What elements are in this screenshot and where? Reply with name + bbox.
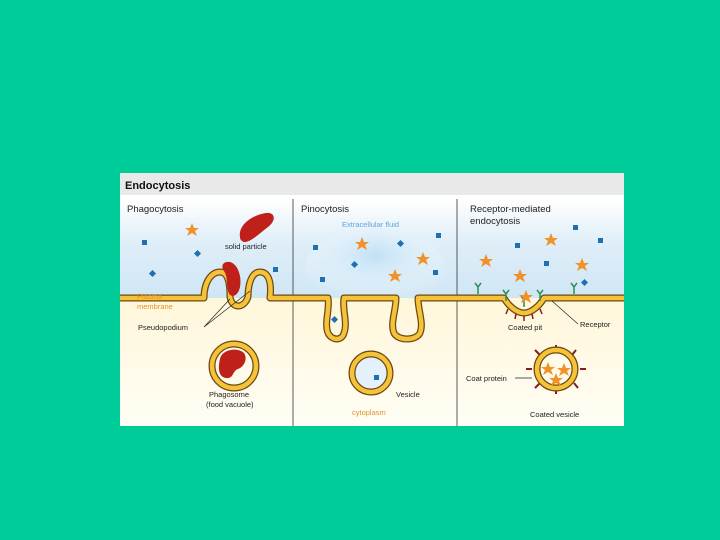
plasma-membrane (120, 268, 624, 343)
phagocytosis-heading: Phagocytosis (127, 204, 184, 215)
pinocytosis-vesicle (348, 350, 394, 396)
vesicle-label: Vesicle (396, 390, 420, 399)
receptor-leader (551, 300, 579, 325)
solid-particle (239, 212, 274, 243)
phagosome (208, 340, 260, 392)
phagosome-label-2: (food vacuole) (206, 400, 254, 409)
endocytosis-figure: Endocytosis Phagocytosis Pinocytosis Rec… (120, 173, 624, 426)
coated-vesicle (526, 345, 586, 394)
receptor-heading-line1: Receptor-mediated (470, 204, 551, 215)
receptors (474, 282, 578, 307)
figure-title: Endocytosis (125, 180, 190, 192)
ligand-stars (185, 223, 589, 303)
extracellular-fluid-label: Extracellular fluid (342, 220, 399, 229)
coat-protein-label: Coat protein (466, 374, 507, 383)
plasma-membrane-label-2: membrane (137, 302, 173, 311)
engulfed-particle (222, 261, 241, 296)
phagosome-label-1: Phagosome (209, 390, 249, 399)
solid-particle-label: solid particle (225, 242, 267, 251)
plasma-membrane-label-1: Plasma (137, 292, 163, 301)
pseudopodium-leader (203, 290, 251, 328)
pinocytosis-heading: Pinocytosis (301, 204, 349, 215)
cytoplasm-label: cytoplasm (352, 408, 386, 417)
solute-particles (142, 225, 603, 324)
coated-vesicle-label: Coated vesicle (530, 410, 579, 419)
title-bar (120, 173, 624, 195)
receptor-heading-line2: endocytosis (470, 216, 520, 227)
coated-pit-label: Coated pit (508, 323, 543, 332)
extracellular-glow (305, 228, 445, 308)
pseudopodium-label: Pseudopodium (138, 323, 188, 332)
coat-proteins-pit (505, 308, 543, 321)
receptor-label: Receptor (580, 320, 611, 329)
